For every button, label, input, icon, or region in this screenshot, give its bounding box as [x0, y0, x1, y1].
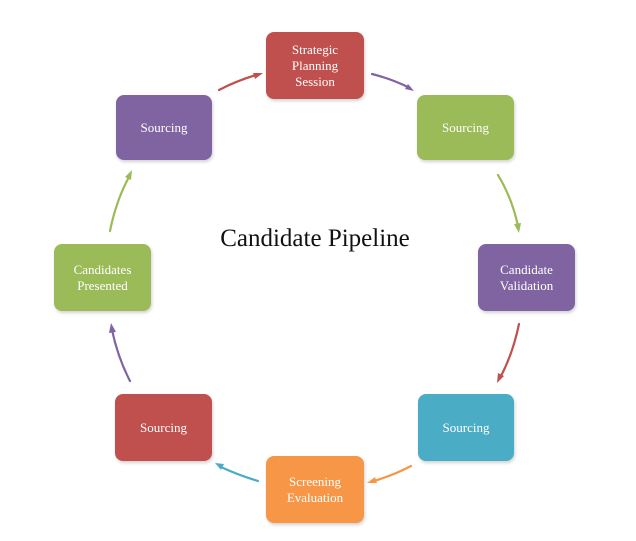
node-candidate-validation: Candidate Validation — [478, 244, 575, 311]
arrowhead-sourcing-to-validation — [514, 223, 521, 233]
connector-planning-to-sourcing — [370, 72, 412, 90]
node-label: Sourcing — [140, 419, 187, 435]
node-strategic-planning-session: Strategic Planning Session — [266, 32, 364, 99]
arrowhead-sourcing-to-screening — [367, 477, 377, 483]
node-label: Strategic Planning Session — [291, 41, 339, 89]
diagram-title: Candidate Pipeline — [220, 225, 410, 252]
connector-sourcing-to-validation — [496, 173, 520, 228]
connector-screening-to-sourcing — [219, 465, 260, 483]
arrowhead-sourcing-to-presented — [109, 323, 116, 333]
node-sourcing: Sourcing — [115, 394, 212, 461]
node-sourcing: Sourcing — [116, 95, 212, 160]
node-label: Screening Evaluation — [286, 473, 344, 505]
node-label: Sourcing — [442, 419, 490, 435]
node-screening-evaluation: Screening Evaluation — [266, 456, 364, 523]
arrowhead-sourcing-to-planning — [253, 73, 263, 79]
node-label: Candidate Validation — [499, 261, 554, 293]
node-sourcing: Sourcing — [417, 95, 514, 160]
node-label: Sourcing — [140, 119, 188, 135]
connector-sourcing-to-planning — [217, 73, 258, 92]
node-label: Candidates Presented — [73, 261, 132, 293]
connector-sourcing-to-screening — [372, 464, 413, 483]
connector-sourcing-to-presented — [110, 328, 132, 383]
connector-validation-to-sourcing — [499, 322, 521, 378]
arrowhead-planning-to-sourcing — [405, 84, 414, 91]
connector-presented-to-sourcing — [108, 175, 131, 233]
arrowhead-presented-to-sourcing — [125, 170, 132, 180]
arrowhead-validation-to-sourcing — [497, 373, 504, 383]
arrowhead-screening-to-sourcing — [215, 463, 224, 470]
node-candidates-presented: Candidates Presented — [54, 244, 151, 311]
node-label: Sourcing — [442, 119, 489, 135]
node-sourcing: Sourcing — [418, 394, 514, 461]
